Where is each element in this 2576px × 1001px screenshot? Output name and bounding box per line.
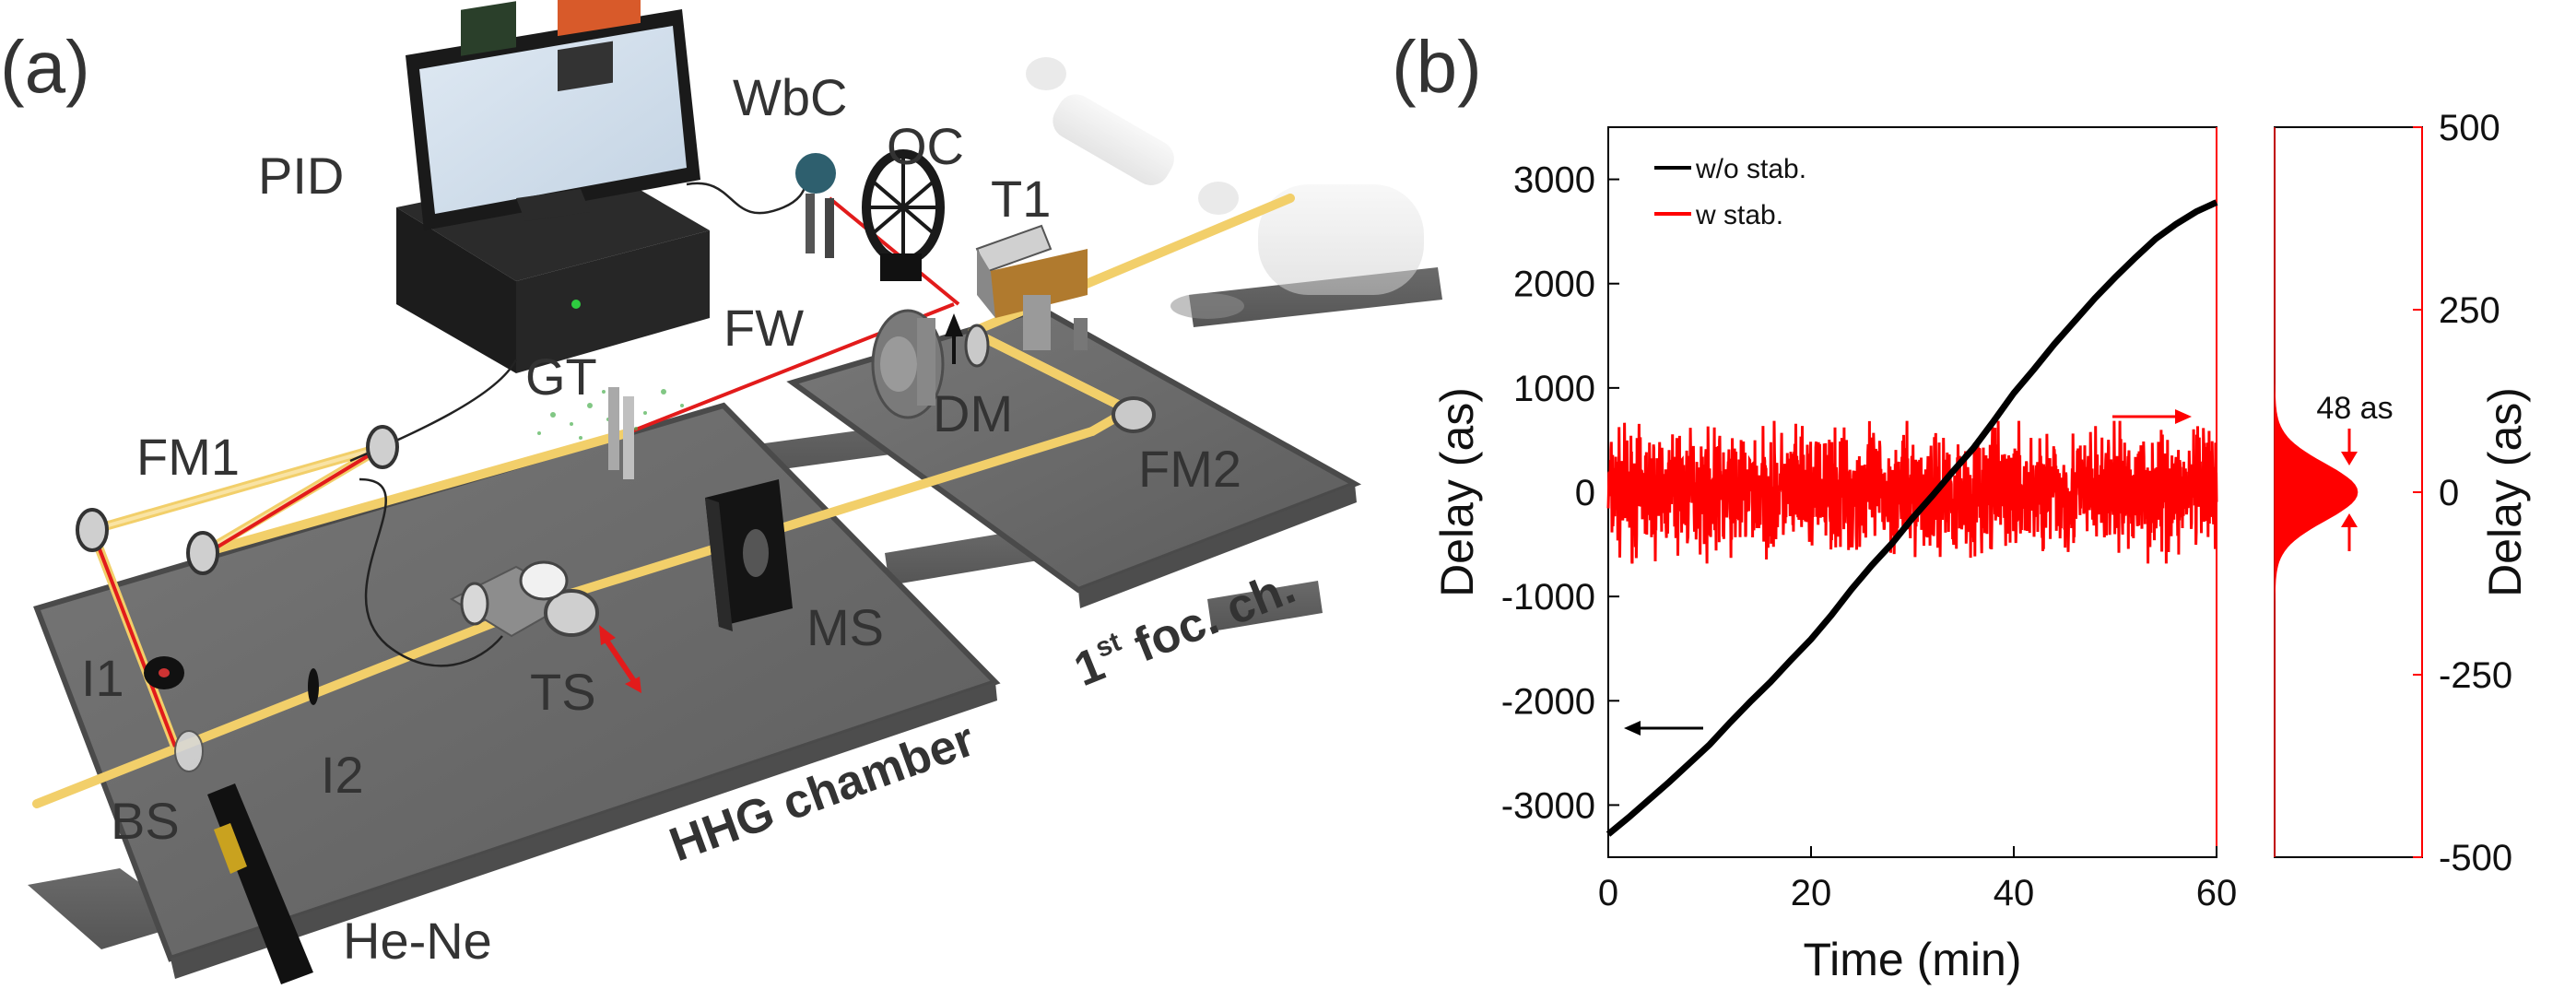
y-tick-label-2: -1000: [1501, 577, 1595, 618]
legend-text-w-o-stab: w/o stab.: [1695, 154, 1806, 184]
target-t1: T1: [975, 170, 1088, 350]
i2-label: I2: [321, 746, 364, 804]
ts-label: TS: [530, 663, 596, 721]
y-tick-label-5: 2000: [1513, 265, 1595, 305]
pid-label: PID: [258, 147, 344, 205]
iris-i2: I2: [308, 668, 364, 804]
optical-chopper: OC: [862, 117, 964, 281]
y-axis-label-right: Delay (as): [2479, 387, 2531, 597]
y-tick-label-6: 3000: [1513, 160, 1595, 201]
legend: w/o stab. w stab.: [1654, 154, 1806, 230]
focusing-mirror-fm1: FM1: [76, 425, 399, 575]
x-tick-label-2: 40: [1994, 873, 2035, 913]
w-stab-trace: [1606, 420, 2218, 564]
fwhm-annotation: 48 as: [2316, 391, 2394, 551]
y-tick-label-0: -3000: [1501, 785, 1595, 826]
wbc-camera: WbC: [733, 68, 847, 258]
main-axis-ticks: -3000 -2000 -1000 0 1000 2000 3000 0 20 40 60: [1501, 160, 2238, 913]
fm2-label: FM2: [1138, 440, 1241, 498]
x-axis-label: Time (min): [1803, 934, 2021, 985]
y-tick-label-1: -2000: [1501, 681, 1595, 722]
beam-splitter: BS: [111, 730, 204, 850]
fw-label: FW: [723, 299, 804, 357]
dm-label: DM: [933, 384, 1013, 442]
right-tick-label-4: 500: [2439, 108, 2500, 148]
focusing-mirror-fm2: FM2: [1112, 396, 1241, 498]
axis-arrow-right: [2112, 409, 2192, 424]
drilled-mirror: DM: [933, 313, 1013, 442]
panel-b-label: (b): [1392, 26, 1482, 108]
y-tick-label-4: 1000: [1513, 369, 1595, 409]
panel-a: (a): [0, 0, 1442, 984]
hene-label: He-Ne: [343, 912, 492, 970]
panel-a-label: (a): [0, 26, 90, 108]
gas-target: GT: [525, 347, 634, 479]
background-vacuum-parts: [1026, 57, 1424, 319]
pid-computer: PID: [258, 0, 710, 373]
right-tick-label-2: 0: [2439, 473, 2459, 513]
histogram-distribution: [2274, 127, 2358, 857]
fwhm-label: 48 as: [2316, 391, 2393, 426]
w-stab-line: [1606, 420, 2218, 564]
iris-i1: I1: [81, 649, 184, 707]
ms-label: MS: [806, 598, 884, 656]
axis-arrow-left: [1624, 721, 1703, 736]
right-tick-label-0: -500: [2439, 838, 2512, 878]
gt-label: GT: [525, 347, 597, 406]
x-tick-label-1: 20: [1791, 873, 1832, 913]
y-axis-label-left: Delay (as): [1431, 387, 1483, 597]
x-tick-label-0: 0: [1598, 873, 1618, 913]
y-tick-label-3: 0: [1575, 473, 1595, 513]
t1-label: T1: [991, 170, 1051, 228]
translation-stage: TS: [449, 560, 641, 721]
hene-laser: He-Ne: [207, 783, 492, 984]
legend-text-w-stab: w stab.: [1695, 200, 1783, 230]
fm1-label: FM1: [136, 428, 240, 486]
wbc-label: WbC: [733, 68, 847, 126]
mirror-stage-ms: MS: [705, 479, 884, 656]
right-tick-label-3: 250: [2439, 290, 2500, 331]
right-tick-label-1: -250: [2439, 655, 2512, 696]
filter-wheel: FW: [723, 299, 945, 419]
i1-label: I1: [81, 649, 124, 707]
oc-label: OC: [887, 117, 964, 175]
x-tick-label-3: 60: [2196, 873, 2238, 913]
histogram-axis-ticks: -500 -250 0 250 500: [2413, 108, 2512, 878]
w-o-stab-trace: [1606, 199, 2218, 837]
bs-label: BS: [111, 792, 180, 850]
